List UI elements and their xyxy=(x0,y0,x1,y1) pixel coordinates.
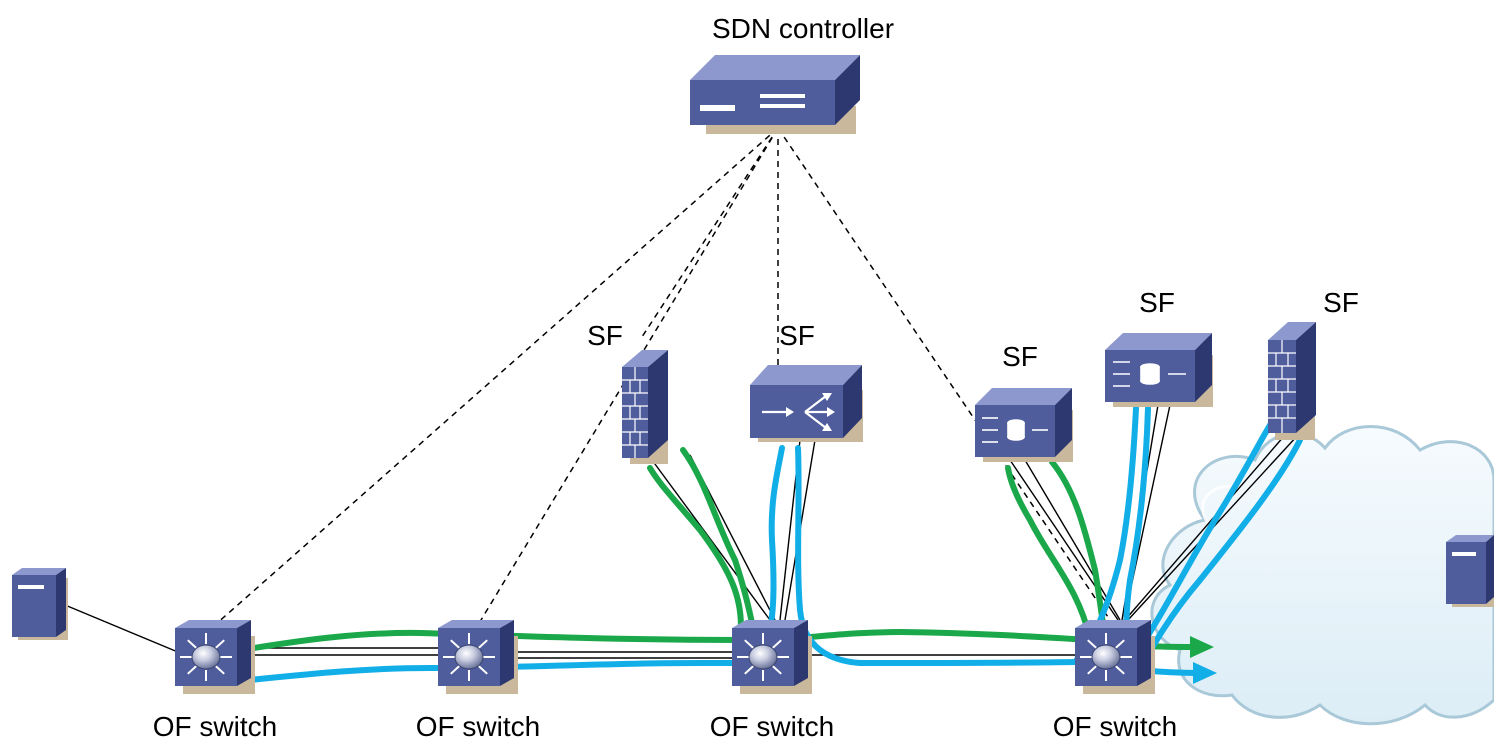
sf-label-4: SF xyxy=(1139,287,1175,318)
of-switch-4[interactable]: OF switch xyxy=(1053,620,1177,742)
service-function-1[interactable]: SF xyxy=(587,320,668,464)
openflow-switch-icon xyxy=(438,628,500,686)
load-balancer-icon xyxy=(750,385,843,438)
sdn-controller[interactable]: SDN controller xyxy=(690,13,894,134)
switch-label-1: OF switch xyxy=(153,711,277,742)
openflow-switch-icon xyxy=(732,628,794,686)
switch-label-2: OF switch xyxy=(416,711,540,742)
host-left[interactable] xyxy=(12,568,68,640)
of-switch-2[interactable]: OF switch xyxy=(416,620,540,742)
server-icon xyxy=(1446,542,1486,604)
sdn-controller-icon xyxy=(690,80,835,125)
sf-label-1: SF xyxy=(587,320,623,351)
switch-label-4: OF switch xyxy=(1053,711,1177,742)
sf-label-2: SF xyxy=(779,320,815,351)
openflow-switch-icon xyxy=(1075,628,1137,686)
sf-label-5: SF xyxy=(1323,287,1359,318)
service-function-5[interactable]: SF xyxy=(1268,287,1359,440)
controller-label: SDN controller xyxy=(712,13,894,44)
service-function-2[interactable]: SF xyxy=(750,320,863,442)
sf-label-3: SF xyxy=(1002,341,1038,372)
firewall-icon xyxy=(1268,340,1296,433)
service-function-4[interactable]: SF xyxy=(1105,287,1213,407)
server-icon xyxy=(12,575,56,637)
of-switch-1[interactable]: OF switch xyxy=(153,620,277,742)
of-switch-3[interactable]: OF switch xyxy=(710,620,834,742)
storage-appliance-icon xyxy=(1105,350,1195,402)
openflow-switch-icon xyxy=(175,628,237,686)
switch-label-3: OF switch xyxy=(710,711,834,742)
host-right[interactable] xyxy=(1446,535,1494,607)
firewall-icon xyxy=(622,367,648,458)
storage-appliance-icon xyxy=(975,405,1055,457)
service-function-3[interactable]: SF xyxy=(975,341,1073,462)
openflow-switches: OF switch OF switch OF switch OF switch xyxy=(153,620,1177,742)
